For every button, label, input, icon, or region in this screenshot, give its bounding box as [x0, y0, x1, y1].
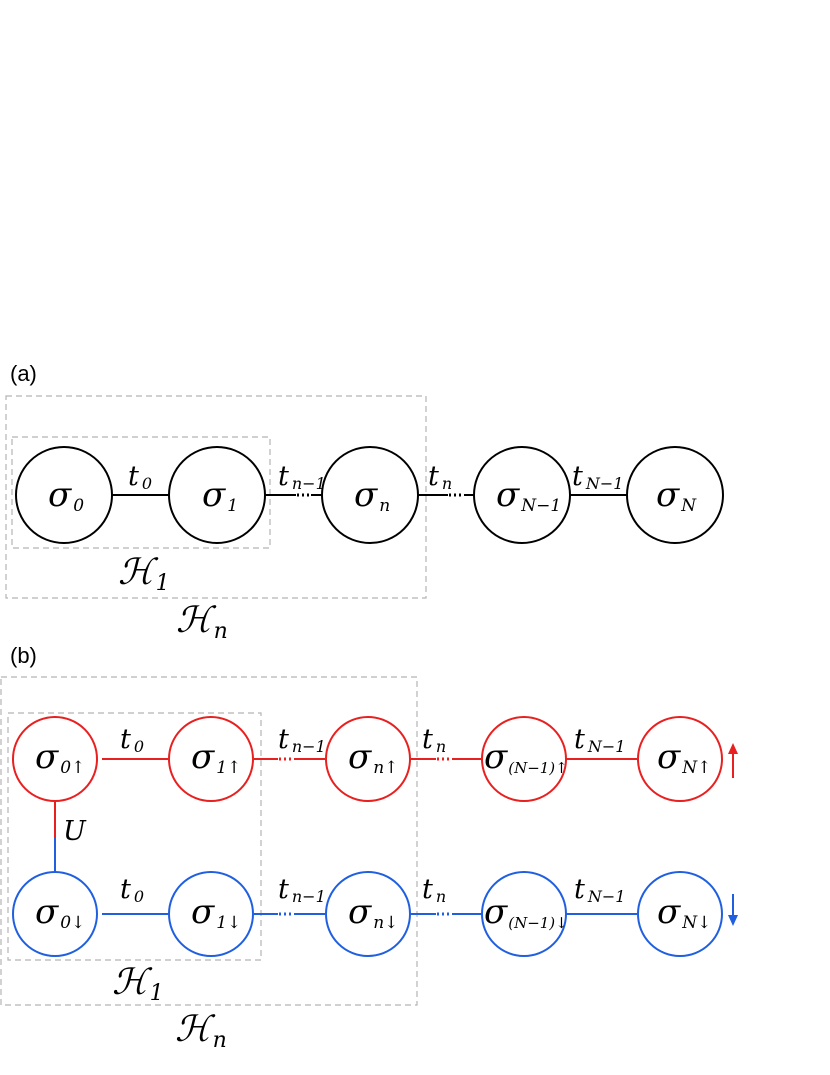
node-sigma-n	[321, 446, 419, 544]
node-sigma-N-up	[637, 716, 723, 802]
arrow-down-icon	[728, 894, 738, 926]
label-sigma-N-1-down: σ(N−1)↓	[484, 892, 568, 932]
node-sigma-0	[15, 446, 113, 544]
label-sigma-N-1-up: σ(N−1)↑	[484, 737, 568, 777]
node-sigma-N-1-down	[481, 871, 567, 957]
node-sigma-0-up	[12, 716, 98, 802]
node-sigma-N	[626, 446, 724, 544]
node-sigma-N-1-up	[481, 716, 567, 802]
node-sigma-1	[168, 446, 266, 544]
node-sigma-1-up	[168, 716, 254, 802]
node-sigma-N-down	[637, 871, 723, 957]
node-sigma-n-up	[325, 716, 411, 802]
label-hilbert-n-a: ℋn	[176, 600, 228, 644]
node-sigma-N-1	[473, 446, 571, 544]
panel-b-label: (b)	[10, 643, 37, 668]
hilbert-n-box-b	[0, 676, 418, 1006]
node-sigma-n-down	[325, 871, 411, 957]
label-hilbert-n-b: ℋn	[175, 1009, 227, 1053]
node-sigma-1-down	[168, 871, 254, 957]
arrow-up-icon	[728, 743, 738, 778]
node-sigma-0-down	[12, 871, 98, 957]
label-hilbert-1-b: ℋ1	[112, 962, 164, 1006]
panel-a-label: (a)	[10, 361, 37, 386]
label-coupling-u: U	[63, 816, 87, 847]
label-hilbert-1-a: ℋ1	[118, 552, 170, 596]
hilbert-1-box-a	[11, 436, 271, 549]
hilbert-n-box-a	[5, 395, 427, 599]
